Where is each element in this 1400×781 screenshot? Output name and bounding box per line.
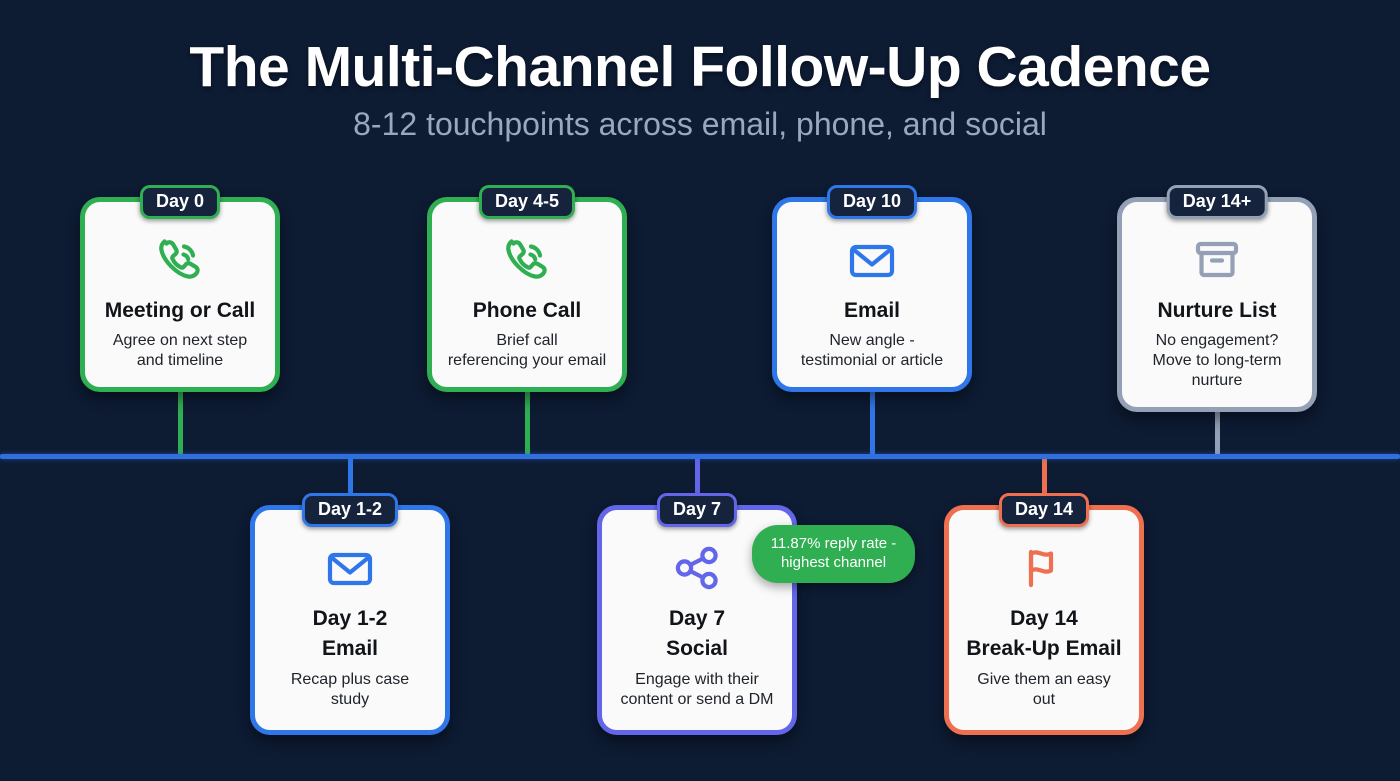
archive-box-icon: [1189, 232, 1245, 288]
connector-stem: [347, 454, 353, 507]
card-description: No engagement? Move to long-term nurture: [1152, 332, 1282, 390]
card-title: Nurture List: [1157, 299, 1277, 322]
card-description: Brief call referencing your email: [447, 332, 607, 370]
reply-rate-callout: 11.87% reply rate - highest channel: [752, 525, 915, 583]
card-description: New angle - testimonial or article: [800, 332, 944, 370]
card-title: Day 1-2 Email: [312, 607, 388, 661]
connector-stem: [869, 390, 875, 459]
connector-stem: [524, 390, 530, 459]
day-badge: Day 0: [139, 185, 221, 219]
page-title: The Multi-Channel Follow-Up Cadence: [189, 35, 1211, 99]
timeline-axis: [0, 454, 1400, 459]
card-title: Email: [843, 299, 901, 322]
envelope-icon: [843, 232, 901, 288]
card-title: Meeting or Call: [104, 299, 256, 322]
connector-stem: [1041, 454, 1047, 507]
day-badge: Day 14+: [1166, 185, 1268, 219]
phone-call-icon: [499, 232, 555, 288]
flag-icon: [1016, 540, 1072, 596]
card-title: Day 14 Break-Up Email: [966, 607, 1122, 661]
connector-stem: [694, 454, 700, 507]
card-description: Agree on next step and timeline: [112, 332, 248, 370]
card-title: Day 7 Social: [666, 607, 728, 661]
card-title: Phone Call: [472, 299, 582, 322]
connector-stem: [177, 390, 183, 459]
share-icon: [669, 540, 725, 596]
page-subtitle: 8-12 touchpoints across email, phone, an…: [353, 106, 1047, 142]
day-badge: Day 7: [656, 493, 738, 527]
day-badge: Day 4-5: [478, 185, 576, 219]
card-description: Give them an easy out: [977, 670, 1111, 708]
day-badge: Day 10: [826, 185, 918, 219]
day-badge: Day 1-2: [301, 493, 399, 527]
card-description: Recap plus case study: [290, 670, 410, 708]
day-badge: Day 14: [998, 493, 1090, 527]
envelope-icon: [321, 540, 379, 596]
card-description: Engage with their content or send a DM: [620, 670, 774, 708]
phone-call-icon: [152, 232, 208, 288]
connector-stem: [1214, 410, 1220, 459]
cadence-card[interactable]: Day 14+ Nurture List No engagement? Move t…: [1117, 185, 1317, 413]
